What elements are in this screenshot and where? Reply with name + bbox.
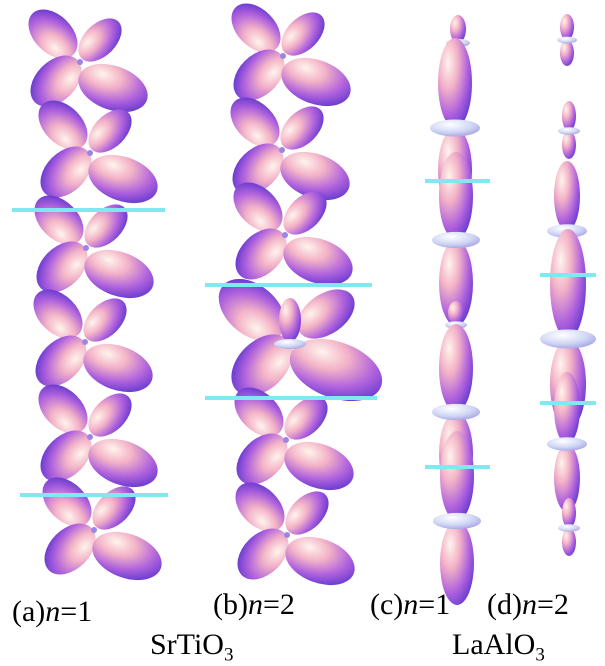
- panel-a-variable: n: [45, 595, 61, 628]
- panel-b-variable: n: [247, 588, 263, 621]
- orbital-d-5-lower-lobe: [554, 444, 580, 512]
- orbital-c-3-upper-lobe: [439, 152, 473, 240]
- orbital-c-2-upper-lobe: [438, 38, 472, 128]
- orbital-a-5: [29, 375, 165, 496]
- orbital-d-6-upper-lobe: [562, 498, 576, 528]
- orbital-c-2-torus: [430, 119, 480, 137]
- orbital-b-6: [226, 473, 362, 594]
- orbital-c-3: [432, 152, 480, 326]
- orbital-c-1-upper-lobe: [450, 15, 466, 43]
- orbital-shapes: [19, 0, 596, 605]
- orbital-c-3-torus: [432, 231, 480, 249]
- orbital-c-6-torus: [433, 512, 481, 530]
- material-srtio3: SrTiO3: [150, 630, 233, 665]
- material-srtio3-base: SrTiO: [150, 628, 224, 661]
- orbital-d-5-torus: [547, 437, 587, 451]
- orbital-c-4-upper-lobe: [448, 301, 464, 325]
- orbital-d-1-upper-lobe: [560, 14, 574, 40]
- orbital-c-3-lower-lobe: [439, 240, 473, 326]
- panel-b-label: (b)n=2: [213, 590, 295, 620]
- panel-b-equals: =: [262, 588, 280, 621]
- orbital-d-5: [547, 372, 587, 512]
- panel-c-value: 1: [435, 588, 451, 621]
- panel-c-label: (c)n=1: [370, 590, 450, 620]
- orbital-a-6: [33, 468, 169, 589]
- orbital-c-6: [433, 431, 481, 605]
- separator-lines: [12, 179, 596, 497]
- panel-a-equals: =: [60, 595, 78, 628]
- material-srtio3-subscript: 3: [223, 644, 234, 666]
- orbital-a-4: [24, 280, 160, 401]
- orbital-d-1: [557, 14, 577, 66]
- material-laalo3-subscript: 3: [535, 644, 545, 666]
- material-laalo3-base: LaAlO: [452, 628, 536, 661]
- orbital-d-6-torus: [558, 524, 580, 532]
- orbital-c-6-lower-lobe: [440, 521, 474, 605]
- panel-a-tag: (a): [12, 595, 46, 628]
- panel-d-equals: =: [536, 588, 554, 621]
- orbital-d-6-lower-lobe: [562, 528, 576, 556]
- panel-c-equals: =: [418, 588, 436, 621]
- orbital-d-2-torus: [558, 127, 580, 135]
- orbital-d-4-torus: [540, 329, 596, 349]
- orbital-d-1-torus: [557, 36, 577, 44]
- orbital-a-2: [29, 91, 165, 212]
- orbital-d-5-upper-lobe: [554, 372, 580, 444]
- panel-b-tag: (b): [213, 588, 248, 621]
- panel-a-value: 1: [77, 595, 93, 628]
- panel-b-value: 2: [279, 588, 295, 621]
- orbital-c-6-upper-lobe: [440, 431, 474, 521]
- orbital-a-3: [25, 186, 161, 307]
- orbital-d-2-lower-lobe: [562, 131, 576, 159]
- orbital-d-4-upper-lobe: [550, 229, 586, 339]
- orbital-d-2-upper-lobe: [562, 101, 576, 131]
- orbital-d-2: [558, 101, 580, 159]
- panel-a-label: (a)n=1: [12, 597, 92, 627]
- orbital-d-1-lower-lobe: [560, 40, 574, 66]
- panel-d-value: 2: [553, 588, 569, 621]
- orbital-b-4: [206, 266, 391, 413]
- orbital-c-5-upper-lobe: [439, 324, 473, 412]
- panel-c-tag: (c): [370, 588, 404, 621]
- material-laalo3: LaAlO3: [452, 630, 545, 665]
- orbital-a-1: [19, 0, 155, 121]
- panel-c-variable: n: [403, 588, 419, 621]
- orbital-d-6: [558, 498, 580, 556]
- panel-d-tag: (d): [487, 588, 522, 621]
- orbital-d-3-upper-lobe: [554, 161, 580, 231]
- panel-d-variable: n: [521, 588, 537, 621]
- panel-d-label: (d)n=2: [487, 590, 569, 620]
- orbital-c-5-torus: [432, 403, 480, 421]
